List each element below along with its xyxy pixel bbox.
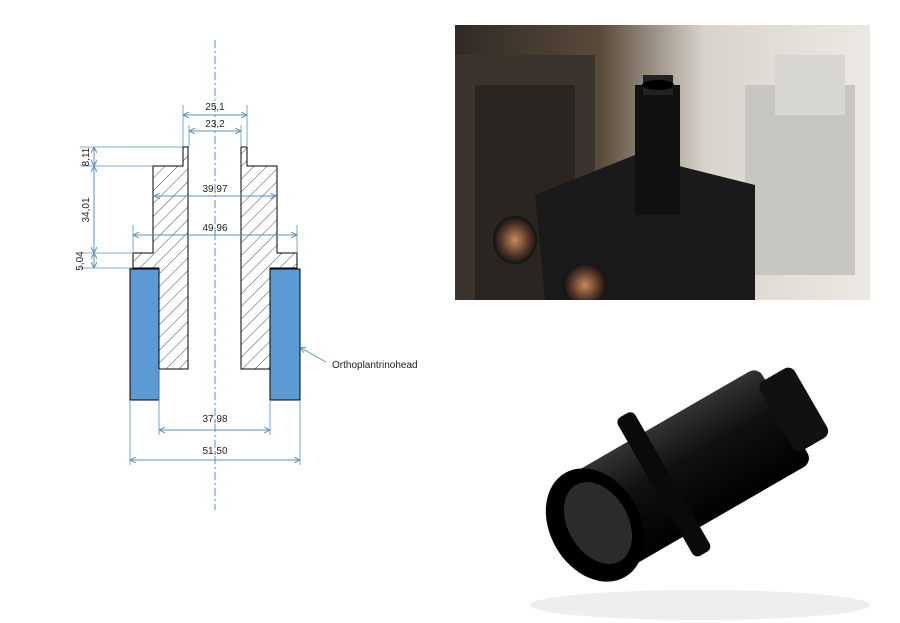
microscope-photo xyxy=(455,25,870,300)
dim-outer-width: 51,50 xyxy=(202,446,227,457)
trinohead-wall-right xyxy=(269,268,301,401)
dim-flange-height: 5,04 xyxy=(75,251,86,271)
callout-label: Orthoplantrinohead xyxy=(332,360,418,371)
adapter-section-right xyxy=(240,146,298,370)
trinohead-wall-left xyxy=(129,268,160,401)
adapter-tube-photo xyxy=(500,305,875,620)
technical-drawing: 25,1 23,2 39,97 49,96 8,11 34,01 5,04 37… xyxy=(75,40,418,510)
dim-lip-height: 8,11 xyxy=(81,147,92,166)
callout-leader xyxy=(301,348,327,363)
dim-top-outer: 25,1 xyxy=(205,102,225,113)
dim-bore-width: 37,98 xyxy=(202,414,227,425)
dim-flange-width: 49,96 xyxy=(202,223,227,234)
dim-body-height: 34,01 xyxy=(81,197,92,222)
dim-mid-width: 39,97 xyxy=(202,184,227,195)
dim-top-inner: 23,2 xyxy=(205,119,225,130)
